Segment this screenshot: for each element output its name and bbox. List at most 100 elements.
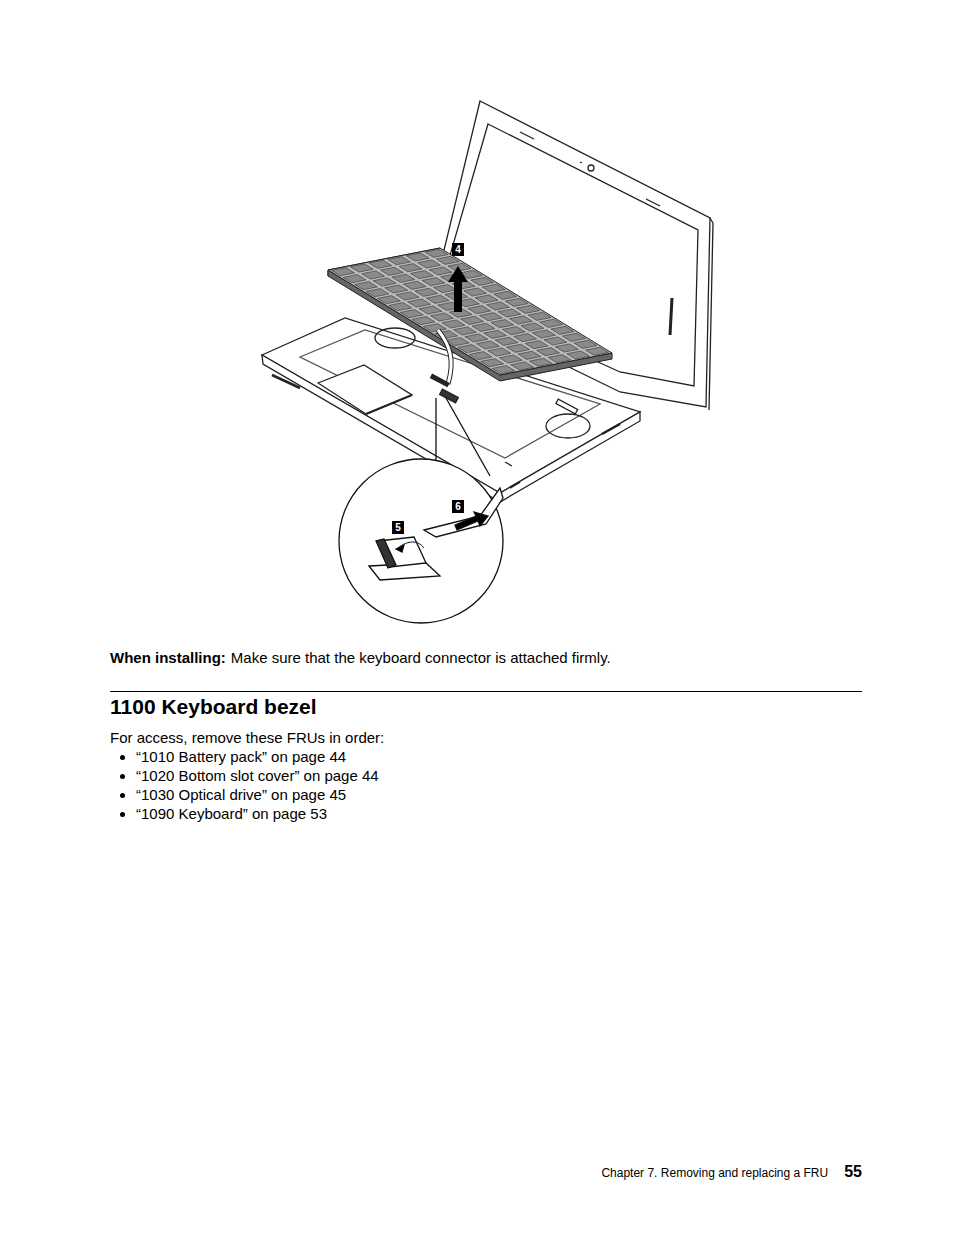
lift-arrow <box>448 266 468 312</box>
key <box>426 295 449 303</box>
key <box>350 264 373 272</box>
key <box>509 316 532 324</box>
flat-cable <box>424 488 503 537</box>
detail-circle <box>339 398 503 623</box>
key <box>419 306 442 314</box>
key <box>479 313 502 321</box>
insert-arrow <box>455 512 488 530</box>
key <box>369 260 392 268</box>
lid-notch <box>646 199 660 206</box>
key <box>540 319 563 327</box>
callout-number: 5 <box>395 522 401 533</box>
intro-text: For access, remove these FRUs in order: <box>110 729 384 746</box>
port <box>602 424 620 434</box>
key <box>355 282 378 290</box>
section-rule <box>110 691 862 692</box>
key <box>507 344 530 352</box>
touchpad <box>318 365 412 414</box>
key <box>418 260 441 268</box>
fru-item: “1010 Battery pack” on page 44 <box>136 747 379 766</box>
callout-box: 5 <box>392 521 404 534</box>
fru-item: “1020 Bottom slot cover” on page 44 <box>136 766 379 785</box>
port <box>272 375 300 388</box>
key <box>521 323 544 331</box>
key <box>380 267 403 275</box>
key <box>377 296 400 304</box>
key <box>475 295 498 303</box>
key <box>555 344 578 352</box>
key <box>464 288 487 296</box>
key <box>492 366 515 374</box>
key <box>548 355 571 363</box>
key <box>537 348 560 356</box>
install-note: When installing: Make sure that the keybo… <box>110 649 611 666</box>
key <box>412 317 435 325</box>
key <box>433 285 456 293</box>
fru-item: “1030 Optical drive” on page 45 <box>136 785 379 804</box>
key <box>528 312 551 320</box>
speaker <box>375 328 415 348</box>
note-heading: When installing: <box>110 649 226 666</box>
key <box>366 289 389 297</box>
key <box>332 268 355 276</box>
key <box>502 327 525 335</box>
fru-item: “1090 Keyboard” on page 53 <box>136 804 379 823</box>
key <box>408 299 431 307</box>
key <box>469 352 492 360</box>
latch-arrowhead <box>396 545 404 552</box>
key <box>585 347 608 355</box>
cable-end <box>430 374 450 388</box>
keyboard-cable <box>438 330 451 384</box>
fru-list: “1010 Battery pack” on page 44“1020 Bott… <box>110 747 379 823</box>
key <box>362 271 385 279</box>
mic <box>580 162 582 163</box>
touchpad-edge <box>366 395 412 414</box>
key <box>563 333 586 341</box>
keyboard-top <box>328 248 612 375</box>
key <box>529 358 552 366</box>
note-text: Make sure that the keyboard connector is… <box>231 649 611 666</box>
key <box>465 334 488 342</box>
key <box>431 313 454 321</box>
callout-box: 4 <box>452 243 464 256</box>
key <box>385 285 408 293</box>
key <box>400 310 423 318</box>
lid-edge <box>709 223 713 410</box>
key <box>442 320 465 328</box>
callout-number: 4 <box>455 244 461 255</box>
key <box>406 253 429 261</box>
key <box>525 341 548 349</box>
key <box>399 264 422 272</box>
speaker <box>546 414 590 438</box>
callout-number: 6 <box>455 501 461 512</box>
base-mark <box>505 462 512 466</box>
key <box>484 330 507 338</box>
key <box>567 351 590 359</box>
key <box>505 298 528 306</box>
key <box>458 345 481 353</box>
connector-latch <box>376 539 396 568</box>
keyboard <box>328 248 612 381</box>
lid-edge <box>710 218 713 223</box>
key <box>518 351 541 359</box>
connector-slot <box>556 399 578 414</box>
key <box>511 362 534 370</box>
key <box>389 303 412 311</box>
keyboard-cable <box>438 330 451 384</box>
key <box>488 348 511 356</box>
key <box>476 341 499 349</box>
key <box>487 302 510 310</box>
key <box>343 275 366 283</box>
key <box>491 320 514 328</box>
key <box>396 292 419 300</box>
key <box>453 327 476 335</box>
page-footer: Chapter 7. Removing and replacing a FRU5… <box>601 1163 862 1181</box>
key <box>481 359 504 367</box>
chapter-footer: Chapter 7. Removing and replacing a FRU <box>601 1166 828 1180</box>
key <box>482 284 505 292</box>
key <box>551 326 574 334</box>
key <box>415 288 438 296</box>
key <box>461 316 484 324</box>
key <box>517 305 540 313</box>
